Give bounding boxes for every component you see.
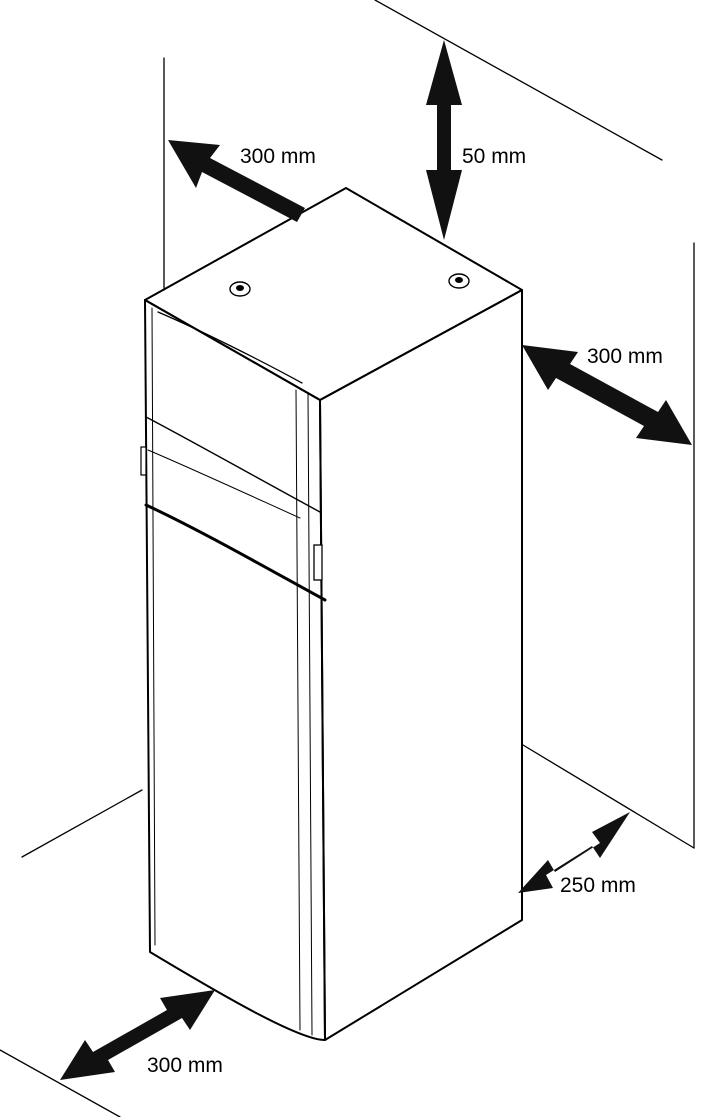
front-latch (313, 544, 323, 581)
front-trim-line-2 (307, 393, 313, 1036)
control-band-inner (147, 449, 301, 519)
appliance-cabinet (140, 187, 523, 1041)
rear-clearance-arrow (518, 812, 630, 893)
clearance-arrows (60, 40, 692, 1080)
left-latch (140, 446, 147, 476)
ceiling-line (374, 0, 663, 161)
cabinet-top-front-edge (157, 311, 303, 384)
room-wall-lines (0, 0, 695, 1117)
right-clearance-arrow (522, 345, 692, 445)
right-floor-wall-line (522, 744, 695, 849)
left-clearance-label: 300 mm (240, 145, 316, 168)
front-trim-line-1 (295, 389, 301, 1031)
top-connection-right (448, 273, 470, 289)
control-band-lower (144, 503, 327, 602)
top-clearance-arrow (426, 40, 462, 240)
left-floor-wall-line (21, 789, 143, 858)
left-clearance-arrow (168, 140, 305, 222)
control-band-upper (145, 416, 321, 513)
top-connection-left (229, 281, 251, 297)
cabinet-right-side-panel (319, 289, 523, 1041)
cabinet-top-panel (144, 187, 523, 401)
front-floor-line (0, 1049, 121, 1117)
rear-clearance-label: 250 mm (560, 874, 636, 897)
front-clearance-arrow (60, 990, 215, 1080)
right-clearance-label: 300 mm (587, 345, 663, 368)
front-clearance-label: 300 mm (147, 1054, 223, 1077)
cabinet-front-panel (144, 299, 326, 1041)
top-clearance-label: 50 mm (462, 145, 526, 168)
front-left-edge-line (151, 307, 156, 946)
